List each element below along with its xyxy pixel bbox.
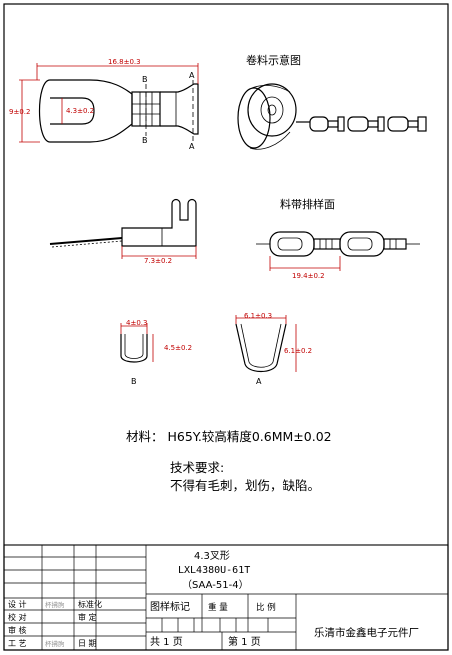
- section-mark-b-top: B: [142, 75, 148, 84]
- company-name: 乐清市金鑫电子元件厂: [314, 626, 419, 639]
- standardize-label: 标准化: [78, 599, 102, 609]
- strip-label: 料带排样面: [280, 197, 335, 211]
- part-number: LXL4380U-61T: [178, 565, 250, 576]
- fork-terminal-top-view: B B A A: [38, 71, 199, 151]
- dim-side-length: 7.3±0.2: [144, 257, 172, 265]
- row-check: 校 对: [8, 612, 27, 622]
- reel-label: 卷料示意图: [246, 53, 301, 67]
- date-label: 日 期: [78, 639, 97, 648]
- section-mark-a-top: A: [189, 71, 195, 80]
- dim-overall-length: 16.8±0.3: [108, 58, 141, 66]
- dim-b-height: 4.5±0.2: [164, 344, 192, 352]
- grey-label-1: 杯拂朐: [45, 600, 65, 609]
- part-code: （SAA-51-4）: [182, 579, 249, 591]
- dim-a-height: 6.1±0.2: [284, 347, 312, 355]
- title-block: 4.3叉形 LXL4380U-61T （SAA-51-4） 设 计 校 对 审 …: [3, 544, 449, 651]
- page-number: 第 1 页: [228, 635, 261, 648]
- dim-slot-width: 4.3±0.2: [66, 107, 94, 115]
- dim-b-width: 4±0.3: [126, 319, 147, 327]
- section-mark-b-bottom: B: [142, 136, 148, 145]
- dim-a-width: 6.1±0.3: [244, 312, 272, 320]
- strip-layout-view: 料带排样面 19.4±0.2: [256, 197, 420, 280]
- dim-pitch: 19.4±0.2: [292, 272, 325, 280]
- section-b-view: 4±0.3 4.5±0.2 B: [120, 319, 192, 386]
- row-design: 设 计: [8, 599, 27, 609]
- scale-label: 比 例: [256, 602, 276, 613]
- section-mark-a-bottom: A: [189, 142, 195, 151]
- strip-chain: [309, 116, 427, 132]
- top-view-dimensions: 16.8±0.3 9±0.2 4.3±0.2: [9, 58, 199, 143]
- side-view: 7.3±0.2: [49, 198, 197, 265]
- weight-label: 重 量: [208, 602, 228, 613]
- reel-diagram: 卷料示意图: [237, 53, 427, 150]
- review2-label: 审 定: [78, 612, 97, 622]
- dim-height: 9±0.2: [9, 108, 30, 116]
- section-a-caption: A: [256, 377, 262, 386]
- row-process: 工 艺: [8, 639, 27, 648]
- total-pages: 共 1 页: [150, 636, 183, 648]
- part-name: 4.3叉形: [194, 550, 230, 562]
- requirements-title: 技术要求:: [170, 460, 224, 475]
- row-review: 审 核: [8, 625, 27, 635]
- mark-label: 图样标记: [150, 600, 190, 613]
- notes: 材料： H65Y.较高精度0.6MM±0.02 技术要求: 不得有毛刺，划伤，缺…: [126, 429, 332, 493]
- section-b-caption: B: [131, 377, 137, 386]
- requirements-text: 不得有毛刺，划伤，缺陷。: [170, 478, 320, 493]
- section-a-view: 6.1±0.3 6.1±0.2 A: [235, 312, 312, 386]
- material-note: 材料： H65Y.较高精度0.6MM±0.02: [126, 429, 332, 444]
- grey-label-2: 杯拂朐: [45, 639, 65, 648]
